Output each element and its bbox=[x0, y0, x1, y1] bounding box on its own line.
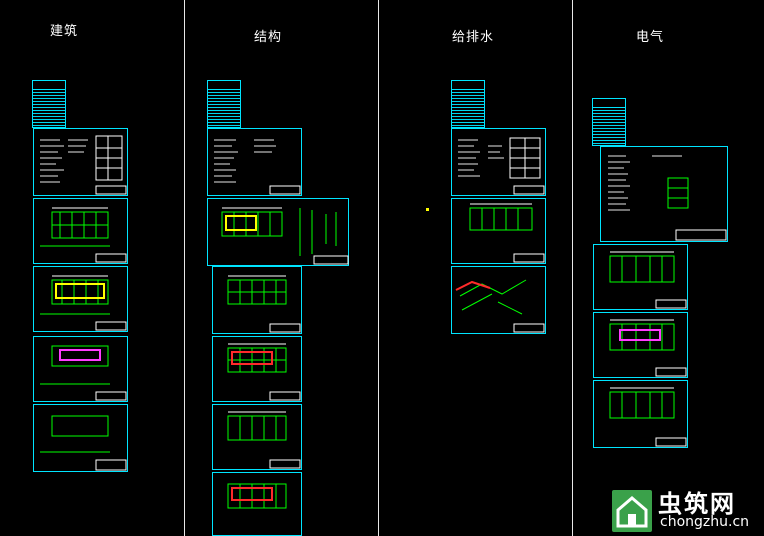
drawing-sheet-plumbing-isometric[interactable] bbox=[451, 266, 546, 334]
drawing-index-sheet[interactable] bbox=[32, 80, 66, 128]
drawing-sheet-electrical-plan[interactable] bbox=[593, 244, 688, 310]
drawing-sheet-electrical-plan[interactable] bbox=[593, 312, 688, 378]
watermark-brand: 虫筑网 bbox=[658, 490, 736, 518]
house-logo-icon bbox=[612, 490, 652, 532]
drawing-sheet-notes[interactable] bbox=[600, 146, 728, 242]
drawing-sheet-structure-plan[interactable] bbox=[212, 404, 302, 470]
watermark-url: chongzhu.cn bbox=[660, 514, 750, 530]
drawing-sheet-elevation[interactable] bbox=[33, 336, 128, 402]
column-title-structure: 结构 bbox=[254, 30, 283, 45]
column-divider bbox=[378, 0, 379, 536]
column-divider bbox=[572, 0, 573, 536]
drawing-sheet-foundation[interactable] bbox=[207, 198, 349, 266]
column-title-electrical: 电气 bbox=[636, 30, 665, 45]
drawing-sheet-plan[interactable] bbox=[33, 266, 128, 332]
drawing-sheet-structure-plan[interactable] bbox=[212, 336, 302, 402]
marker-point bbox=[426, 208, 429, 211]
drawing-index-sheet[interactable] bbox=[592, 98, 626, 146]
column-divider bbox=[184, 0, 185, 536]
column-title-plumbing: 给排水 bbox=[452, 30, 495, 45]
drawing-sheet-plan[interactable] bbox=[33, 198, 128, 264]
drawing-sheet-notes[interactable] bbox=[33, 128, 128, 196]
drawing-sheet-structure-plan[interactable] bbox=[212, 266, 302, 334]
drawing-sheet-elevation[interactable] bbox=[33, 404, 128, 472]
drawing-sheet-plumbing-plan[interactable] bbox=[451, 198, 546, 264]
column-title-architecture: 建筑 bbox=[50, 24, 79, 39]
drawing-sheet-electrical-plan[interactable] bbox=[593, 380, 688, 448]
watermark-logo[interactable]: 虫筑网 chongzhu.cn bbox=[604, 476, 764, 536]
drawing-sheet-notes[interactable] bbox=[207, 128, 302, 196]
drawing-sheet-notes[interactable] bbox=[451, 128, 546, 196]
drawing-index-sheet[interactable] bbox=[451, 80, 485, 128]
drawing-index-sheet[interactable] bbox=[207, 80, 241, 128]
